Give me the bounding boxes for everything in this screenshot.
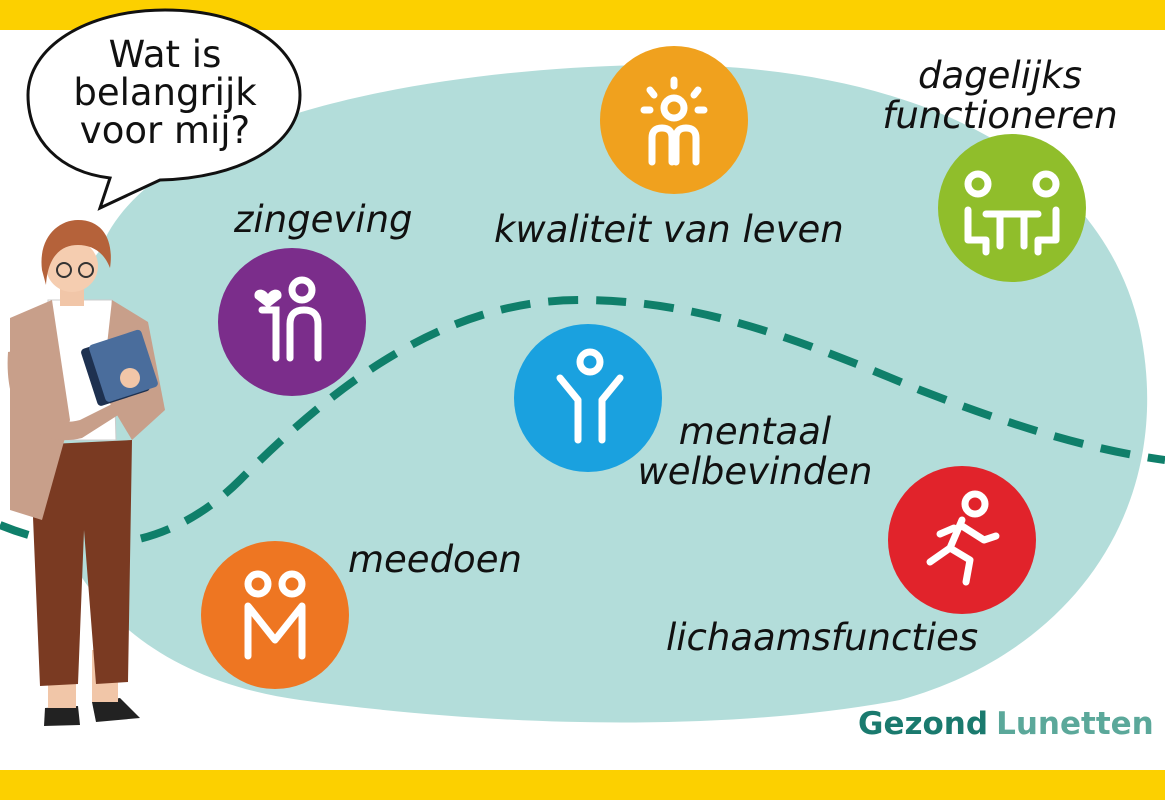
label-lichaamsfuncties: lichaamsfuncties (666, 616, 979, 659)
label-mentaal-welbevinden: mentaal welbevinden (630, 412, 880, 492)
label-dagelijks-line-2: functioneren (882, 94, 1118, 137)
zingeving-icon (218, 248, 366, 396)
brand-word-1: Gezond (858, 706, 989, 742)
bottom-yellow-band (0, 770, 1165, 800)
label-dagelijks-functioneren: dagelijks functioneren (870, 56, 1130, 136)
speech-bubble-text: Wat is belangrijk voor mij? (45, 36, 285, 150)
label-mentaal-line-2: welbevinden (637, 450, 873, 493)
speech-line-3: voor mij? (79, 109, 251, 152)
kwaliteit-van-leven-icon (600, 46, 748, 194)
dashed-wave-line (0, 295, 1165, 549)
label-dagelijks-line-1: dagelijks (918, 54, 1082, 97)
meedoen-icon (201, 541, 349, 689)
lichaamsfuncties-icon (888, 466, 1036, 614)
brand-word-2: Lunetten (996, 706, 1154, 742)
mentaal-welbevinden-icon (514, 324, 662, 472)
label-meedoen: meedoen (348, 538, 522, 581)
speech-line-1: Wat is (108, 33, 222, 76)
label-kwaliteit-van-leven: kwaliteit van leven (494, 208, 844, 251)
speech-bubble (26, 8, 302, 211)
speech-line-2: belangrijk (73, 71, 257, 114)
dagelijks-functioneren-icon (938, 134, 1086, 282)
label-zingeving: zingeving (234, 198, 413, 241)
woman-illustration (7, 220, 165, 726)
label-mentaal-line-1: mentaal (678, 410, 832, 453)
